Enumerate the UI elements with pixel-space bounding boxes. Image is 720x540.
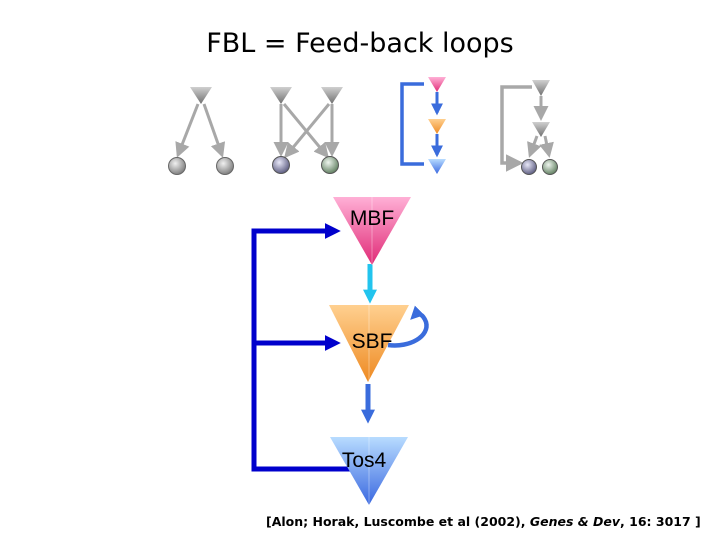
motif-feedback-loop bbox=[500, 80, 558, 175]
mbf-triangle bbox=[333, 197, 411, 265]
target-gene-node bbox=[216, 157, 234, 175]
sbf-self-regulation-arrow bbox=[387, 305, 429, 348]
citation: [Alon; Horak, Luscombe et al (2002), Gen… bbox=[266, 514, 701, 529]
tos4-label: Tos4 bbox=[342, 449, 387, 472]
feedback-loop-arrow-to-mbf bbox=[251, 222, 354, 472]
blue-regulator-triangle bbox=[428, 159, 446, 174]
tos4-triangle bbox=[330, 437, 408, 505]
regulator-triangle bbox=[532, 80, 550, 96]
regulator-triangle bbox=[532, 122, 550, 137]
target-gene-node bbox=[542, 159, 558, 175]
motif-multi-input bbox=[270, 87, 343, 174]
target-gene-node bbox=[521, 159, 537, 175]
target-gene-node bbox=[321, 156, 339, 174]
main-feedback-network: MBF SBF Tos4 bbox=[251, 197, 429, 505]
regulator-triangle bbox=[190, 87, 212, 104]
citation-suffix: , 16: 3017 ] bbox=[620, 514, 701, 529]
target-gene-node bbox=[168, 157, 186, 175]
pink-regulator-triangle bbox=[428, 77, 446, 92]
motif-regulator-chain bbox=[400, 77, 446, 174]
motif-single-input bbox=[168, 87, 234, 175]
page-title: FBL = Feed-back loops bbox=[206, 28, 514, 59]
target-gene-node bbox=[272, 156, 290, 174]
mbf-label: MBF bbox=[350, 207, 394, 230]
sbf-label: SBF bbox=[352, 330, 393, 353]
citation-journal: Genes & Dev bbox=[529, 514, 621, 529]
sbf-triangle bbox=[329, 305, 409, 382]
regulator-triangle bbox=[270, 87, 292, 104]
regulator-triangle bbox=[321, 87, 343, 104]
orange-regulator-triangle bbox=[428, 119, 446, 134]
citation-prefix: [Alon; Horak, Luscombe et al (2002), bbox=[266, 514, 530, 529]
